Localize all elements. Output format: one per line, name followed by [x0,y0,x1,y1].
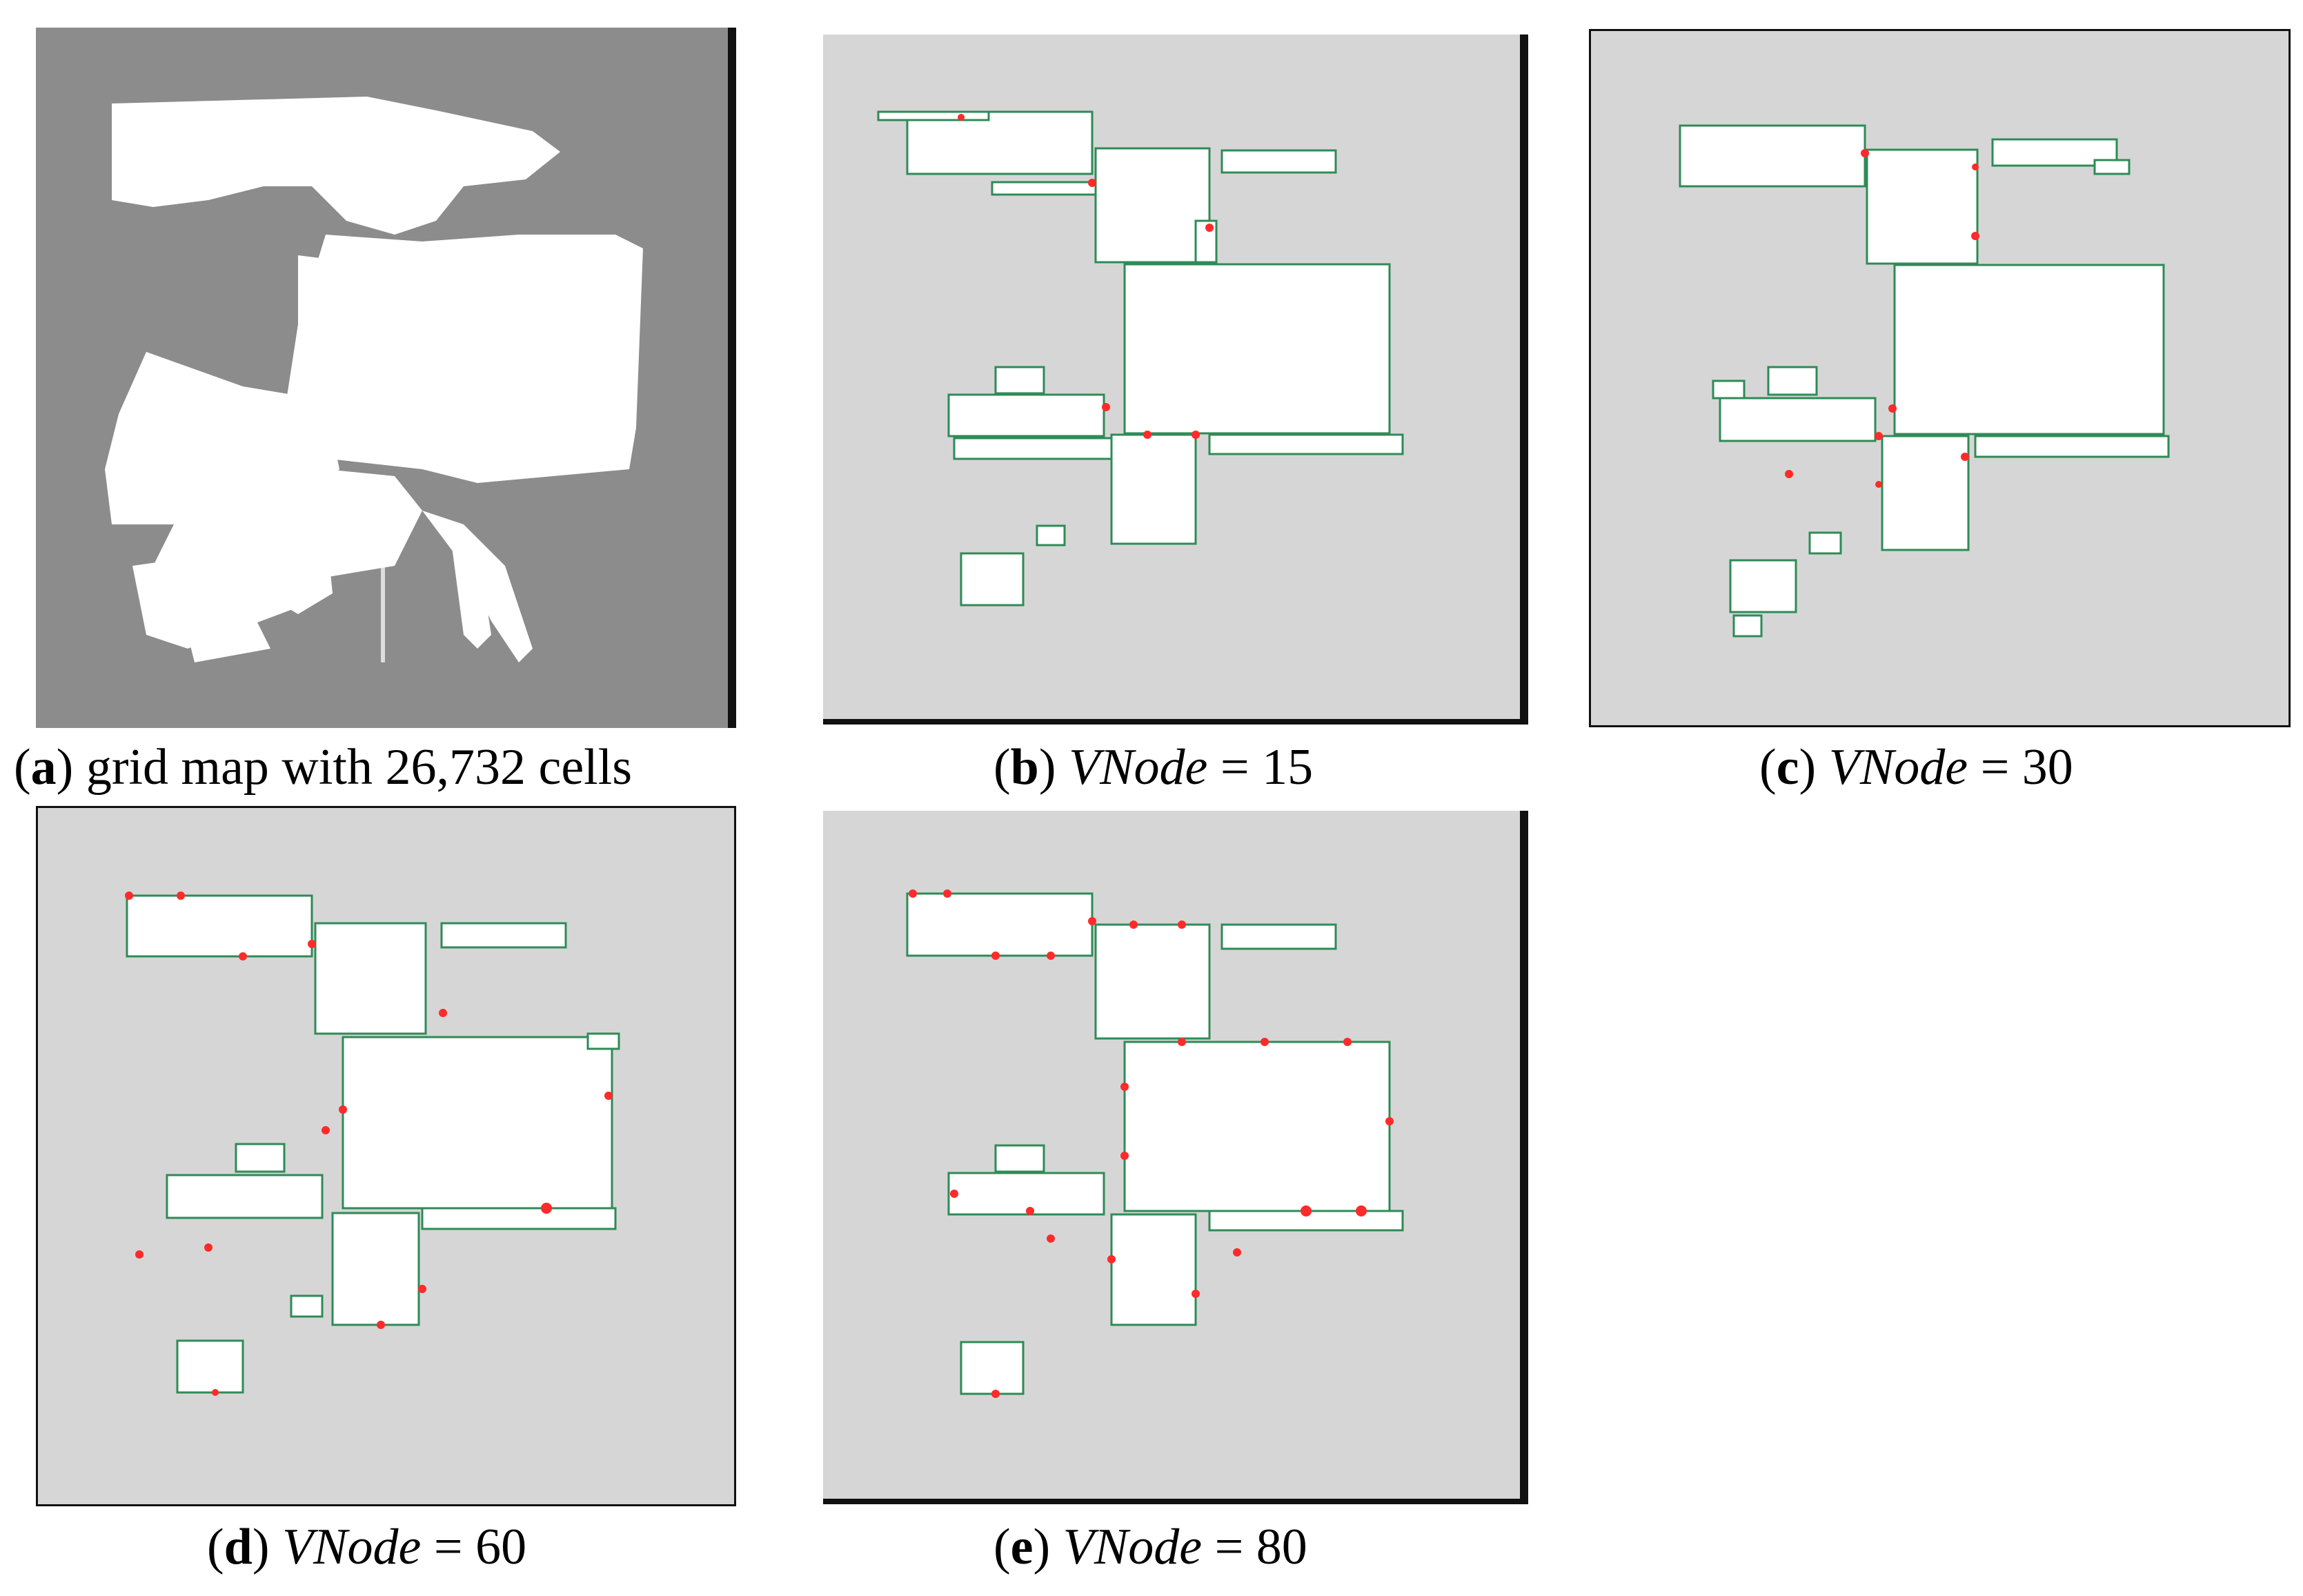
caption-c-letter: c [1776,739,1799,796]
caption-b-eq: = 15 [1207,739,1314,796]
decomposition-c [1589,29,2291,727]
caption-e-var: VNode [1062,1519,1203,1575]
caption-panel-c: (c) VNode = 30 [1759,739,2073,796]
panel-d-vnode-60 [36,806,736,1506]
panel-a-grid-map [36,28,736,728]
caption-panel-a: (a) grid map with 26,732 cells [14,739,633,796]
grid-map-figure [36,28,736,728]
caption-c-var: VNode [1828,739,1968,796]
panel-e-vnode-80 [823,811,1528,1504]
caption-c-eq: = 30 [1968,739,2073,796]
caption-d-var: VNode [281,1519,422,1575]
caption-panel-d: (d) VNode = 60 [207,1519,527,1575]
caption-b-var: VNode [1068,739,1208,796]
caption-panel-b: (b) VNode = 15 [994,739,1314,796]
panel-c-vnode-30 [1589,29,2291,727]
caption-e-eq: = 80 [1202,1519,1307,1575]
caption-a-letter: a [30,739,57,796]
caption-d-letter: d [224,1519,253,1575]
caption-e-letter: e [1010,1519,1034,1575]
decomposition-d [36,806,736,1506]
panel-b-vnode-15 [823,35,1528,725]
caption-d-eq: = 60 [421,1519,527,1575]
caption-b-letter: b [1010,739,1039,796]
caption-a-text: grid map with 26,732 cells [73,739,633,796]
decomposition-e [823,811,1528,1504]
decomposition-b [823,35,1528,725]
caption-panel-e: (e) VNode = 80 [994,1519,1307,1575]
